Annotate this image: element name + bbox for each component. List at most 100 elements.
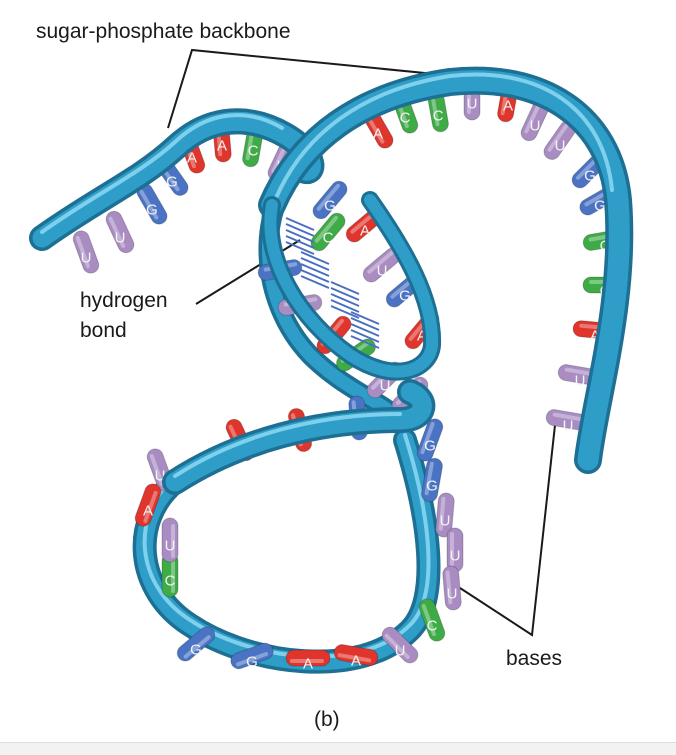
base-letter: G <box>426 478 438 495</box>
base-highlight <box>290 659 324 663</box>
base-body <box>381 626 419 664</box>
hydrogen-label-line2: bond <box>80 319 127 342</box>
base-body <box>312 180 348 220</box>
hbond-line <box>300 263 330 277</box>
base-body <box>176 626 216 662</box>
base-highlight <box>450 532 454 566</box>
base-highlight <box>149 453 164 487</box>
base-body <box>435 492 455 538</box>
base-highlight <box>421 603 436 637</box>
hbond-line <box>285 241 315 255</box>
base-A: A <box>285 649 331 673</box>
hbond-line <box>300 251 330 265</box>
hydrogen-label-line1: hydrogen <box>80 289 168 312</box>
base-letter: A <box>217 138 227 155</box>
backbone-leader <box>167 48 456 129</box>
hbond-line <box>330 281 360 295</box>
base-U: U <box>161 517 179 563</box>
base-G: G <box>230 642 274 671</box>
base-body <box>416 418 444 462</box>
base-letter: G <box>594 198 606 215</box>
base-letter: C <box>600 238 611 255</box>
base-body <box>421 457 443 503</box>
base-body <box>230 642 274 670</box>
base-highlight <box>171 559 175 593</box>
hbond-line <box>350 311 380 325</box>
base-body <box>105 210 135 254</box>
base-U: U <box>442 565 462 611</box>
base-C: C <box>310 212 346 252</box>
base-letter: A <box>143 503 153 520</box>
base-letter: A <box>303 656 313 673</box>
base-letter: G <box>324 198 336 215</box>
base-letter: C <box>427 618 438 635</box>
base-letter: C <box>248 143 259 160</box>
base-highlight <box>420 421 435 455</box>
base-body <box>442 565 462 611</box>
base-highlight <box>445 570 453 605</box>
ribbon-front <box>29 66 634 495</box>
base-letter: G <box>166 174 178 191</box>
base-letter: U <box>380 378 391 395</box>
base-G: G <box>416 418 444 462</box>
hbond-line <box>350 317 380 331</box>
base-highlight <box>75 235 90 269</box>
base-letter: A <box>590 328 600 345</box>
base-A: A <box>333 644 379 670</box>
base-U: U <box>72 230 100 274</box>
base-letter: U <box>377 263 388 280</box>
base-highlight <box>384 633 410 660</box>
base-letter: A <box>417 328 427 345</box>
base-highlight <box>143 490 158 524</box>
base-highlight <box>367 250 395 274</box>
base-letter: A <box>187 150 197 167</box>
base-letter: A <box>373 126 383 143</box>
hbond-line <box>330 305 360 319</box>
base-U: U <box>435 492 455 538</box>
figure-caption: (b) <box>314 708 340 731</box>
base-letter: U <box>450 548 461 565</box>
base-highlight <box>438 496 446 531</box>
base-U: U <box>362 247 402 283</box>
hbond-line <box>285 235 315 249</box>
base-U: U <box>105 210 135 254</box>
base-letter: G <box>424 438 436 455</box>
base-letter: C <box>400 110 411 127</box>
base-letter: G <box>146 202 158 219</box>
base-highlight <box>108 216 126 248</box>
base-G: G <box>421 457 443 503</box>
base-letter: A <box>351 653 361 670</box>
base-letter: U <box>115 230 126 247</box>
base-body <box>418 598 446 642</box>
base-letter: U <box>563 418 574 435</box>
base-letter: U <box>440 513 451 530</box>
base-highlight <box>314 215 338 243</box>
base-letter: U <box>575 373 586 390</box>
base-A: A <box>134 483 162 527</box>
hbond-line <box>300 257 330 271</box>
base-highlight <box>424 461 434 496</box>
base-body <box>72 230 100 274</box>
base-letter: U <box>555 138 566 155</box>
base-highlight <box>365 113 385 144</box>
backbone-label: sugar-phosphate backbone <box>36 20 291 43</box>
base-letter: G <box>190 642 202 659</box>
hbond-line <box>300 275 330 289</box>
bases-leader <box>459 424 556 637</box>
base-letter: C <box>323 230 334 247</box>
base-letter: G <box>584 168 596 185</box>
hbond-line <box>350 335 380 349</box>
base-highlight <box>171 524 175 558</box>
base-body <box>161 517 179 563</box>
base-letter: U <box>467 96 478 113</box>
base-letter: U <box>81 250 92 267</box>
base-letter: G <box>246 654 258 671</box>
base-highlight <box>552 412 587 422</box>
base-highlight <box>139 189 159 220</box>
base-U: U <box>446 527 464 573</box>
hbond-line <box>285 223 315 237</box>
base-letter: U <box>395 643 406 660</box>
base-U: U <box>520 98 550 142</box>
base-letter: U <box>447 586 458 603</box>
